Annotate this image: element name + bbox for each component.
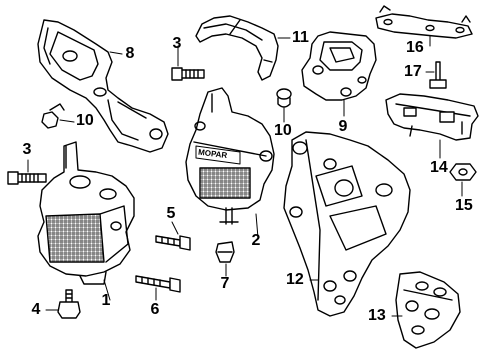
callout-15: 15 [455, 197, 473, 214]
callout-10-left: 10 [76, 112, 94, 129]
part-13-bracket-plate [396, 272, 460, 348]
part-15-nut [450, 164, 476, 180]
callout-13: 13 [368, 307, 386, 324]
callout-7: 7 [220, 275, 230, 292]
part-10-bolt-right [277, 89, 291, 107]
callout-10-right: 10 [274, 122, 292, 139]
callout-5: 5 [166, 205, 176, 222]
mopar-brand-label: MOPAR [198, 148, 228, 161]
part-7-bump-stop [216, 242, 234, 262]
part-2-engine-mount [186, 88, 274, 224]
part-12-cradle-bracket [284, 132, 410, 316]
callout-11: 11 [292, 29, 309, 46]
callout-16: 16 [406, 39, 424, 56]
callout-17: 17 [404, 63, 422, 80]
part-5-bolt [156, 236, 190, 250]
part-17-stud [430, 62, 446, 88]
callout-1: 1 [101, 292, 111, 309]
callout-6: 6 [150, 301, 160, 318]
callout-8: 8 [125, 45, 135, 62]
callout-3-top: 3 [172, 35, 182, 52]
callout-12: 12 [286, 271, 304, 288]
callout-14: 14 [430, 159, 448, 176]
mopar-badge [195, 145, 241, 165]
leader-lines [27, 35, 463, 317]
part-11-heat-shield [196, 16, 278, 80]
part-3-bolt-left [8, 172, 46, 184]
callout-9: 9 [338, 118, 348, 135]
callout-4: 4 [31, 301, 41, 318]
part-16-mount-plate [376, 6, 472, 38]
part-1-engine-mount-assembly [38, 142, 134, 284]
part-9-transmission-bracket [302, 32, 376, 100]
callout-2: 2 [251, 232, 261, 249]
part-3-bolt-top [172, 68, 204, 80]
part-14-transmission-mount [386, 94, 478, 140]
part-6-bolt [136, 276, 180, 292]
part-10-bolt-left [42, 104, 64, 128]
part-4-stud-bolt [58, 290, 80, 318]
part-8-engine-mount-bracket [38, 20, 168, 152]
callout-3-left: 3 [22, 141, 32, 158]
